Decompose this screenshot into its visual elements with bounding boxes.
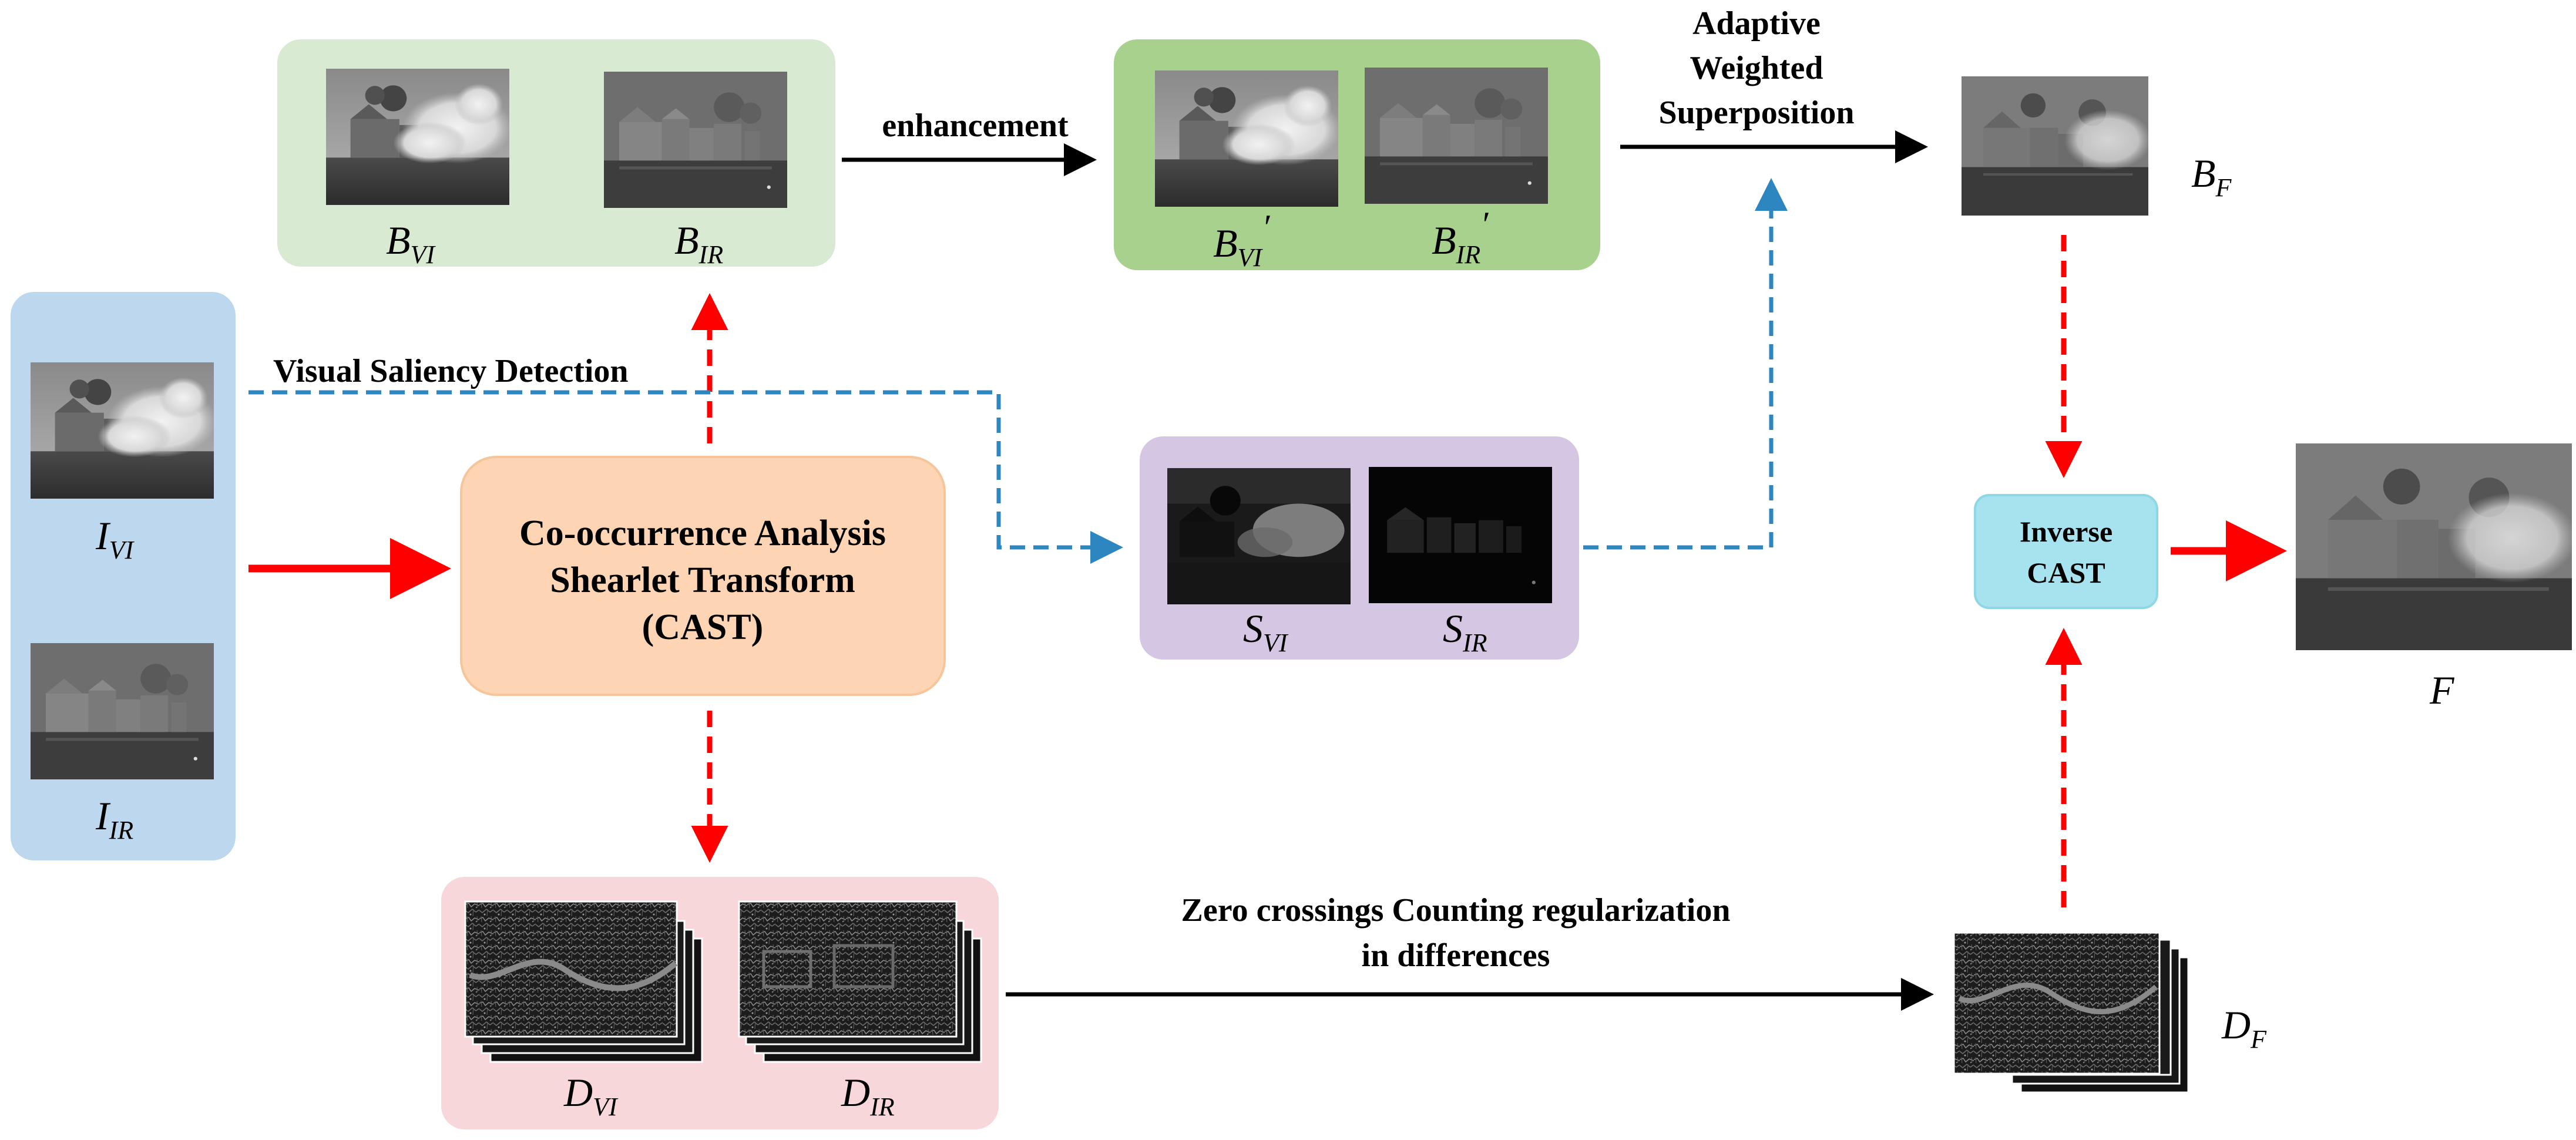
symbol-s-vi: SVI <box>1243 606 1289 657</box>
fused-output-image <box>2296 443 2572 650</box>
adaptive-label-line1: Adaptive <box>1692 5 1821 42</box>
symbol-b-vi-prime: BVI′ <box>1213 208 1270 272</box>
symbol-s-ir: SIR <box>1443 606 1487 657</box>
enhanced-base-infrared-image <box>1365 68 1548 204</box>
saliency-visible-image <box>1167 468 1351 604</box>
adaptive-label-line3: Superposition <box>1659 95 1855 131</box>
cast-label-line1: Co-occurrence Analysis <box>519 513 886 553</box>
detail-stack-visible <box>464 900 703 1063</box>
cast-label-line3: (CAST) <box>642 607 764 647</box>
symbol-d-ir: DIR <box>841 1070 895 1121</box>
visible-input-image <box>31 362 214 499</box>
cast-label-line2: Shearlet Transform <box>550 560 855 600</box>
saliency-detection-arrow <box>248 390 1123 564</box>
symbol-i-ir: IIR <box>95 793 133 845</box>
saliency-to-superposition-arrow <box>1583 178 1788 550</box>
symbol-d-f: DF <box>2221 1003 2267 1054</box>
infrared-input-image <box>31 643 214 779</box>
detail-stack-infrared <box>738 900 982 1063</box>
symbol-i-vi: IVI <box>95 513 135 564</box>
fused-base-image <box>1962 76 2148 216</box>
inverse-cast-box <box>1974 494 2158 609</box>
adaptive-label-line2: Weighted <box>1690 50 1823 86</box>
cast-box <box>460 456 946 696</box>
base-layer-visible-image <box>326 69 509 205</box>
enhanced-base-visible-image <box>1155 70 1338 207</box>
inverse-cast-label-line1: Inverse <box>2020 515 2112 548</box>
symbol-b-vi: BVI <box>386 218 436 269</box>
saliency-infrared-image <box>1369 467 1552 603</box>
zero-crossings-label-line1: Zero crossings Counting regularization <box>1181 892 1731 929</box>
symbol-f: F <box>2429 668 2455 712</box>
detail-stack-fused <box>1953 931 2189 1094</box>
saliency-detection-label: Visual Saliency Detection <box>273 353 629 389</box>
symbol-d-vi: DVI <box>563 1070 619 1121</box>
inverse-cast-label-line2: CAST <box>2027 556 2105 589</box>
zero-crossings-label-line2: in differences <box>1362 937 1550 974</box>
base-layer-infrared-image <box>604 72 787 208</box>
symbol-b-f: BF <box>2191 151 2232 202</box>
symbol-b-ir: BIR <box>674 218 723 269</box>
enhancement-label: enhancement <box>882 107 1069 144</box>
symbol-b-ir-prime: BIR′ <box>1432 205 1489 269</box>
